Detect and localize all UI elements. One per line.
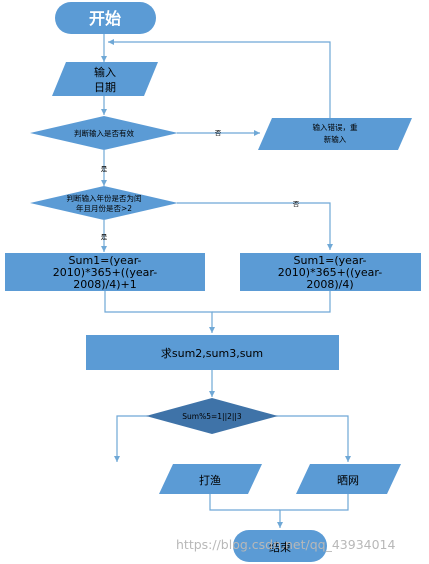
error-node: 输入错误，重 新输入 (258, 118, 412, 150)
sum-left-node: Sum1=(year- 2010)*365+((year- 2008)/4)+1 (5, 253, 205, 291)
input-node: 输入 日期 (52, 62, 158, 96)
connector-drying-end (277, 492, 349, 528)
connector-leap-right (177, 202, 333, 250)
connectors (101, 33, 351, 528)
mod-label: Sum%5=1||2||3 (182, 412, 242, 421)
drying-label: 晒网 (337, 474, 359, 487)
end-label: 结束 (269, 541, 291, 554)
end-node: 结束 (233, 530, 327, 562)
leap-label-1: 判断输入年份是否为闰 (67, 193, 142, 203)
fishing-node: 打渔 (159, 464, 262, 494)
error-label-1: 输入错误，重 (313, 122, 358, 132)
compute-label: 求sum2,sum3,sum (161, 347, 263, 360)
watermark-text: https://blog.csdn.net/qq_43934014 (176, 537, 395, 552)
connector-error-loop (108, 39, 331, 118)
mod-decision: Sum%5=1||2||3 (146, 398, 278, 434)
sum-right-1: Sum1=(year- (294, 254, 367, 267)
sum-left-1: Sum1=(year- (69, 254, 142, 267)
branch-label-no-1: 否 (215, 129, 222, 137)
connector-left-merge (104, 291, 215, 333)
fishing-label: 打渔 (199, 473, 221, 487)
sum-right-3: 2008)/4) (306, 278, 353, 291)
valid-decision: 判断输入是否有效 (30, 116, 178, 150)
branch-label-yes-2: 是 (101, 233, 108, 241)
connector-fishing-end (209, 492, 280, 511)
drying-node: 晒网 (296, 464, 401, 494)
sum-left-2: 2010)*365+((year- (53, 266, 157, 279)
start-label: 开始 (89, 9, 121, 28)
input-label-1: 输入 (94, 65, 116, 79)
leap-label-2: 年且月份是否>2 (76, 203, 132, 213)
start-node: 开始 (55, 2, 156, 34)
compute-node: 求sum2,sum3,sum (86, 335, 339, 370)
branch-label-no-2: 否 (293, 200, 300, 208)
sum-left-3: 2008)/4)+1 (73, 278, 137, 291)
connector-mod-fishing (114, 415, 148, 462)
error-label-2: 新输入 (324, 134, 347, 144)
leap-decision: 判断输入年份是否为闰 年且月份是否>2 (30, 186, 178, 220)
connector-right-merge (212, 291, 331, 313)
sum-right-2: 2010)*365+((year- (278, 266, 382, 279)
connector-mod-drying (275, 415, 351, 462)
branch-label-yes-1: 是 (101, 165, 108, 173)
sum-right-node: Sum1=(year- 2010)*365+((year- 2008)/4) (240, 253, 421, 291)
input-label-2: 日期 (94, 81, 116, 94)
valid-label: 判断输入是否有效 (74, 128, 134, 138)
